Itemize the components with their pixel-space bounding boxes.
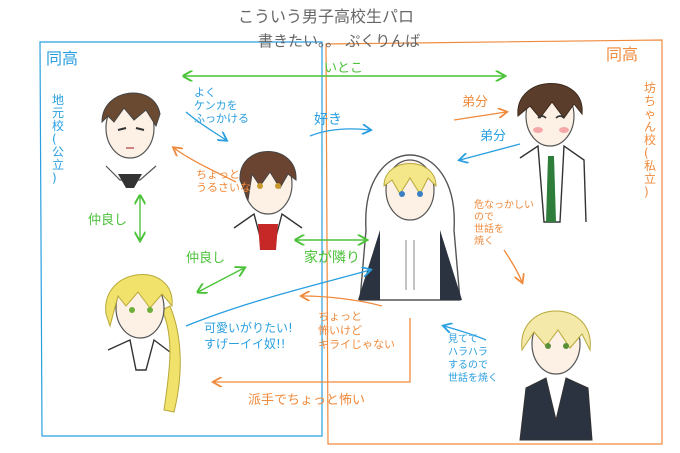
right-school-line: ち (644, 94, 656, 108)
nervous-care-line: ハラハラ (448, 346, 488, 358)
left-school-line: ) (52, 171, 57, 185)
dangerous-care-line: 危なっかしい (474, 199, 534, 211)
picks-fights-line: ふっかける (194, 112, 249, 125)
wants-to-dote-line: すげーイイ奴!! (204, 337, 286, 351)
label-neighbors: 家が隣り (304, 249, 360, 266)
dangerous-care-line: 世話を (474, 222, 504, 235)
left-school-type: 地元校(公立) (52, 93, 64, 185)
right-region-label: 同高 (606, 45, 638, 64)
right-school-line: 坊 (644, 80, 656, 95)
right-school-line: 校 (644, 132, 656, 147)
dangerous-care-line: ので (474, 212, 494, 223)
right-school-line: ) (644, 185, 649, 199)
right-school-region (325, 39, 663, 445)
character-brown-mid (233, 151, 303, 250)
nervous-care-line: 世話を焼く (448, 371, 498, 384)
left-region-label: 同高 (46, 49, 78, 68)
label-wants-to-dote: 可愛いがりたい! すげーイイ奴!! (204, 320, 293, 351)
character-blonde-short (519, 310, 593, 441)
arrow-annoying (174, 148, 237, 183)
character-brown-short (101, 92, 161, 188)
picks-fights-line: ケンカを (194, 99, 238, 112)
character-blonde-hood (358, 154, 462, 301)
label-loves: 好き (314, 112, 342, 128)
arrow-loves (309, 129, 370, 137)
label-younger-bro: 弟分 (462, 95, 488, 110)
right-school-line: ん (644, 120, 656, 134)
left-school-line: 立 (52, 157, 64, 172)
arrow-dangerous-care (503, 249, 522, 282)
nervous-care-line: 見てて (448, 333, 478, 345)
arrow-wants-to-dote (185, 270, 370, 327)
arrow-close-friends-d (198, 268, 244, 292)
arrow-younger-bro (453, 112, 506, 121)
character-brown-messy (517, 83, 587, 223)
nervous-care-line: するので (448, 359, 488, 371)
arrow-slightly-scary (302, 296, 383, 307)
label-close-friends-d: 仲良し (186, 250, 225, 266)
picks-fights-line: よく (194, 86, 216, 99)
left-school-line: 地 (52, 93, 64, 107)
arrow-picks-fights (185, 111, 226, 140)
left-school-line: ( (52, 132, 57, 146)
label-close-friends-v: 仲良し (88, 212, 127, 228)
page-subtitle: 書きたい。。 ぷくりんば (258, 32, 420, 50)
slightly-scary-line: 怖いけど (318, 323, 362, 337)
label-older-bro: 弟分 (480, 129, 506, 144)
right-school-line: 立 (644, 171, 656, 186)
page-title: こういう男子高校生パロ (238, 7, 414, 26)
dangerous-care-line: 焼く (474, 235, 494, 247)
left-school-line: 校 (52, 118, 64, 133)
left-school-line: 元 (52, 106, 64, 120)
arrow-nervous-care (444, 326, 487, 341)
label-cousin: いとこ (324, 61, 363, 76)
right-school-line: ( (644, 146, 649, 160)
left-school-line: 公 (52, 145, 64, 159)
left-school-region (39, 41, 323, 437)
slightly-scary-line: キライじゃない (318, 338, 395, 351)
right-school-line: ゃ (644, 107, 656, 121)
character-blonde-long (105, 274, 181, 413)
arrow-flashy-scary (214, 318, 411, 382)
label-flashy-scary: 派手でちょっと怖い (248, 392, 365, 408)
arrow-older-bro (460, 143, 521, 160)
wants-to-dote-line: 可愛いがりたい! (204, 320, 293, 335)
right-school-line: 私 (644, 159, 656, 173)
slightly-scary-line: ちょっと (318, 310, 362, 323)
annoying-line: ちょっと (196, 168, 240, 181)
annoying-line: うるさいな (196, 181, 251, 194)
